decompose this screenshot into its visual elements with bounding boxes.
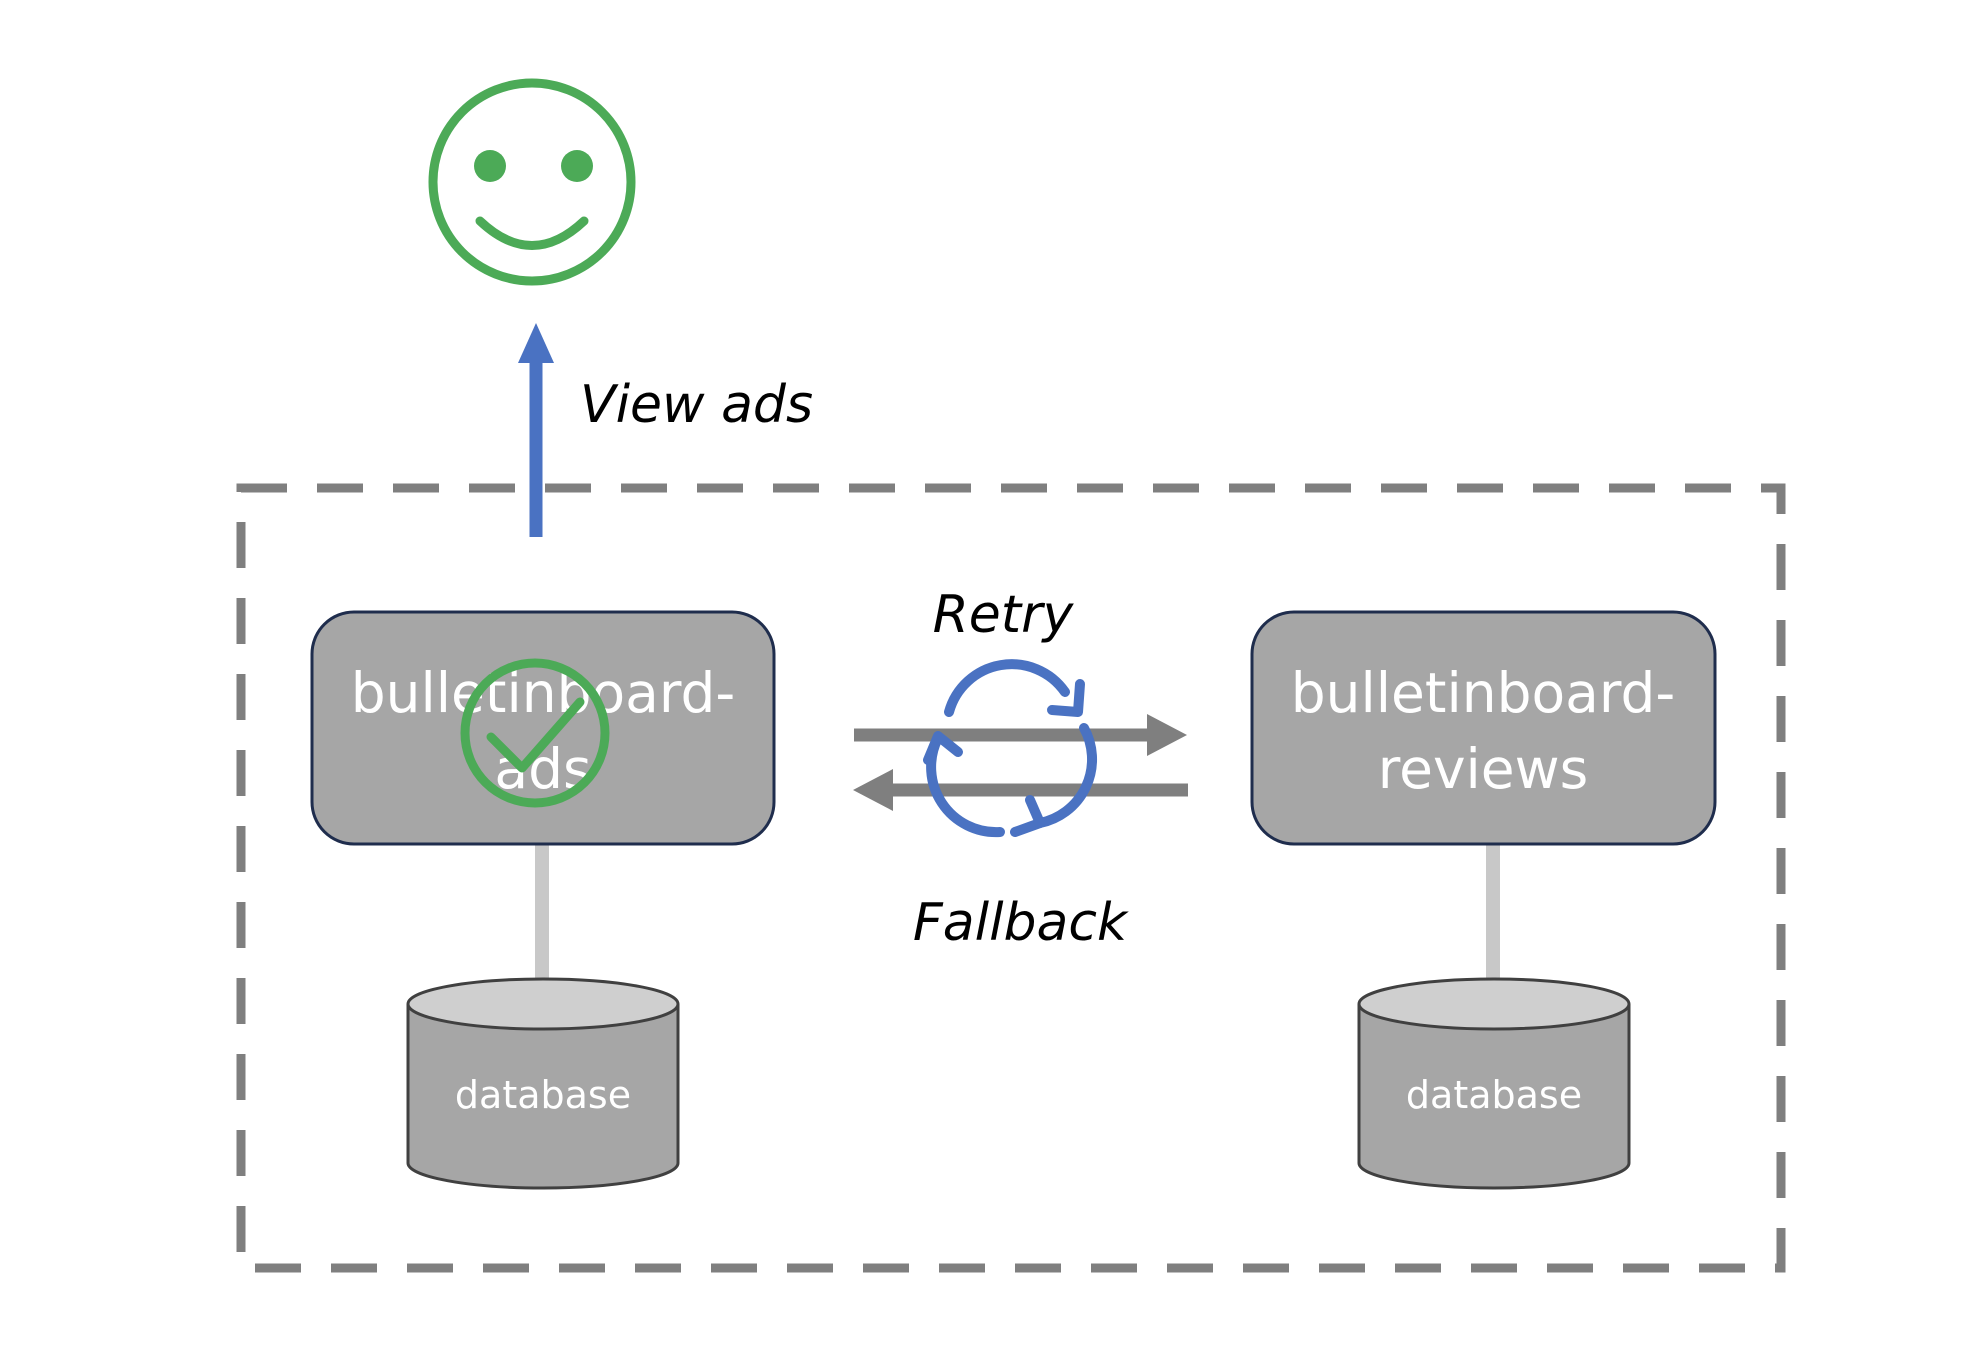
smiley-face-icon <box>428 78 636 286</box>
view-ads-label: View ads <box>580 375 813 435</box>
service-bulletinboard-ads[interactable]: bulletinboard- ads <box>310 610 776 846</box>
request-arrow <box>854 714 1187 756</box>
service-ads-name-line1: bulletinboard- <box>351 661 736 725</box>
database-reviews-label: database <box>1406 1073 1582 1117</box>
view-ads-arrow <box>518 323 554 537</box>
reviews-db-connector <box>1486 843 1500 978</box>
database-reviews: database <box>1357 977 1631 1190</box>
database-ads: database <box>406 977 680 1190</box>
service-reviews-name-line1: bulletinboard- <box>1291 661 1676 725</box>
response-arrow <box>853 769 1188 811</box>
service-bulletinboard-reviews[interactable]: bulletinboard- reviews <box>1250 610 1717 846</box>
retry-label: Retry <box>933 585 1075 645</box>
fallback-label: Fallback <box>913 893 1129 953</box>
circular-refresh-icon <box>923 659 1098 838</box>
system-boundary <box>236 483 1786 1273</box>
database-ads-label: database <box>455 1073 631 1117</box>
service-reviews-name-line2: reviews <box>1378 737 1589 801</box>
ads-db-connector <box>535 843 549 978</box>
check-circle-icon <box>460 658 610 808</box>
